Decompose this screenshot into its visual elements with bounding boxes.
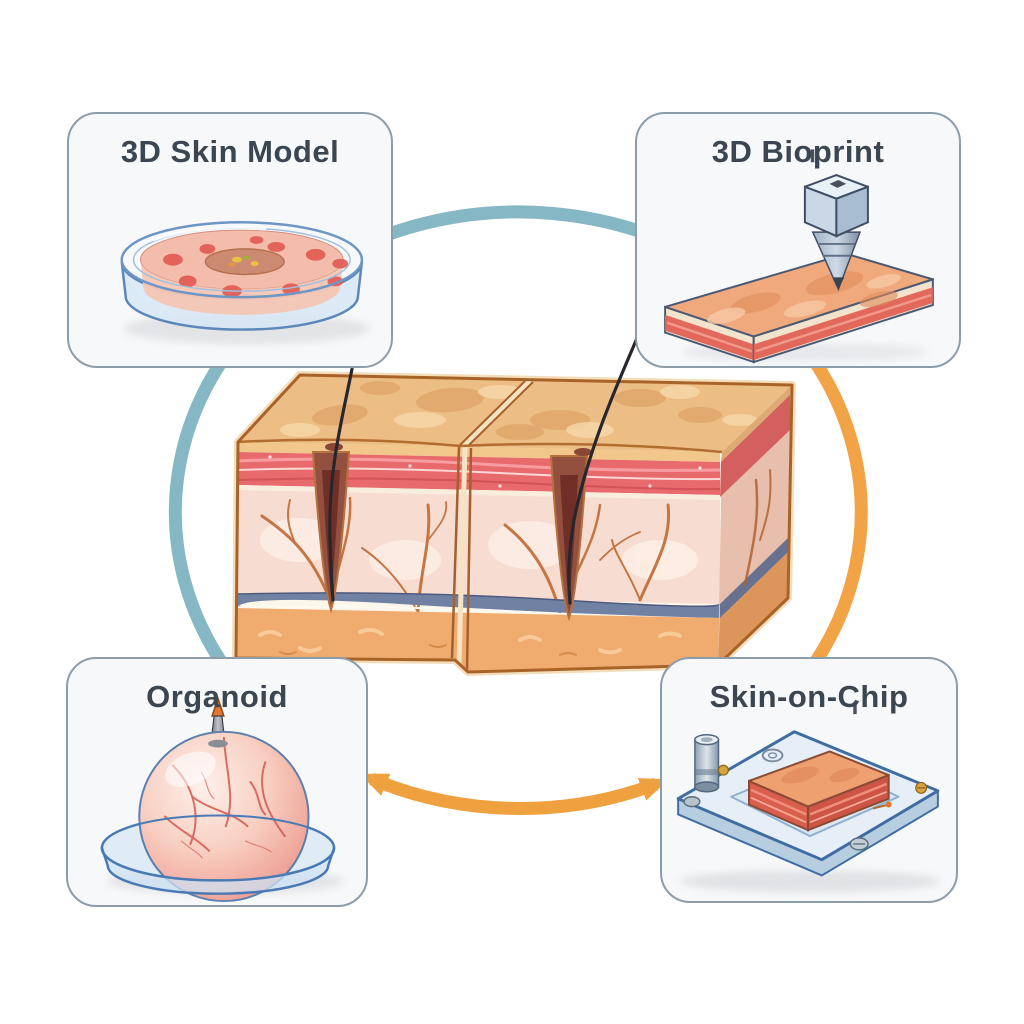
skin-side-face bbox=[718, 385, 792, 665]
node-card-bioprint: 3D Bioprint bbox=[635, 112, 961, 368]
organoid-sphere-icon bbox=[100, 696, 344, 903]
cycle-bottom-arrow bbox=[359, 773, 669, 815]
card-label-bioprint: 3D Bioprint bbox=[711, 134, 885, 169]
pore-opening bbox=[574, 448, 592, 456]
segment-seam bbox=[450, 379, 534, 671]
microfluidic-chip-icon bbox=[676, 702, 940, 893]
skin-front-face bbox=[236, 442, 721, 672]
hair-leader-left bbox=[328, 367, 354, 602]
node-card-organoid: Organoid bbox=[66, 657, 368, 907]
pore-opening bbox=[325, 443, 343, 451]
bioprinter-nozzle-icon bbox=[664, 149, 934, 364]
node-card-skin-on-chip: Skin-on-Chip bbox=[660, 657, 958, 903]
hair-leader-right bbox=[567, 315, 648, 605]
card-label-skin-on-chip: Skin-on-Chip bbox=[709, 679, 909, 714]
dermis-layer bbox=[237, 490, 720, 604]
card-label-organoid: Organoid bbox=[146, 679, 288, 714]
epidermis-layer bbox=[237, 452, 720, 495]
subcutis-boundary bbox=[237, 592, 720, 618]
petri-dish-icon bbox=[120, 221, 370, 345]
node-card-skin-model: 3D Skin Model bbox=[67, 112, 393, 368]
hypodermis-layer bbox=[236, 608, 720, 672]
skin-top-surface bbox=[238, 375, 792, 452]
card-label-skin-model: 3D Skin Model bbox=[120, 134, 340, 169]
